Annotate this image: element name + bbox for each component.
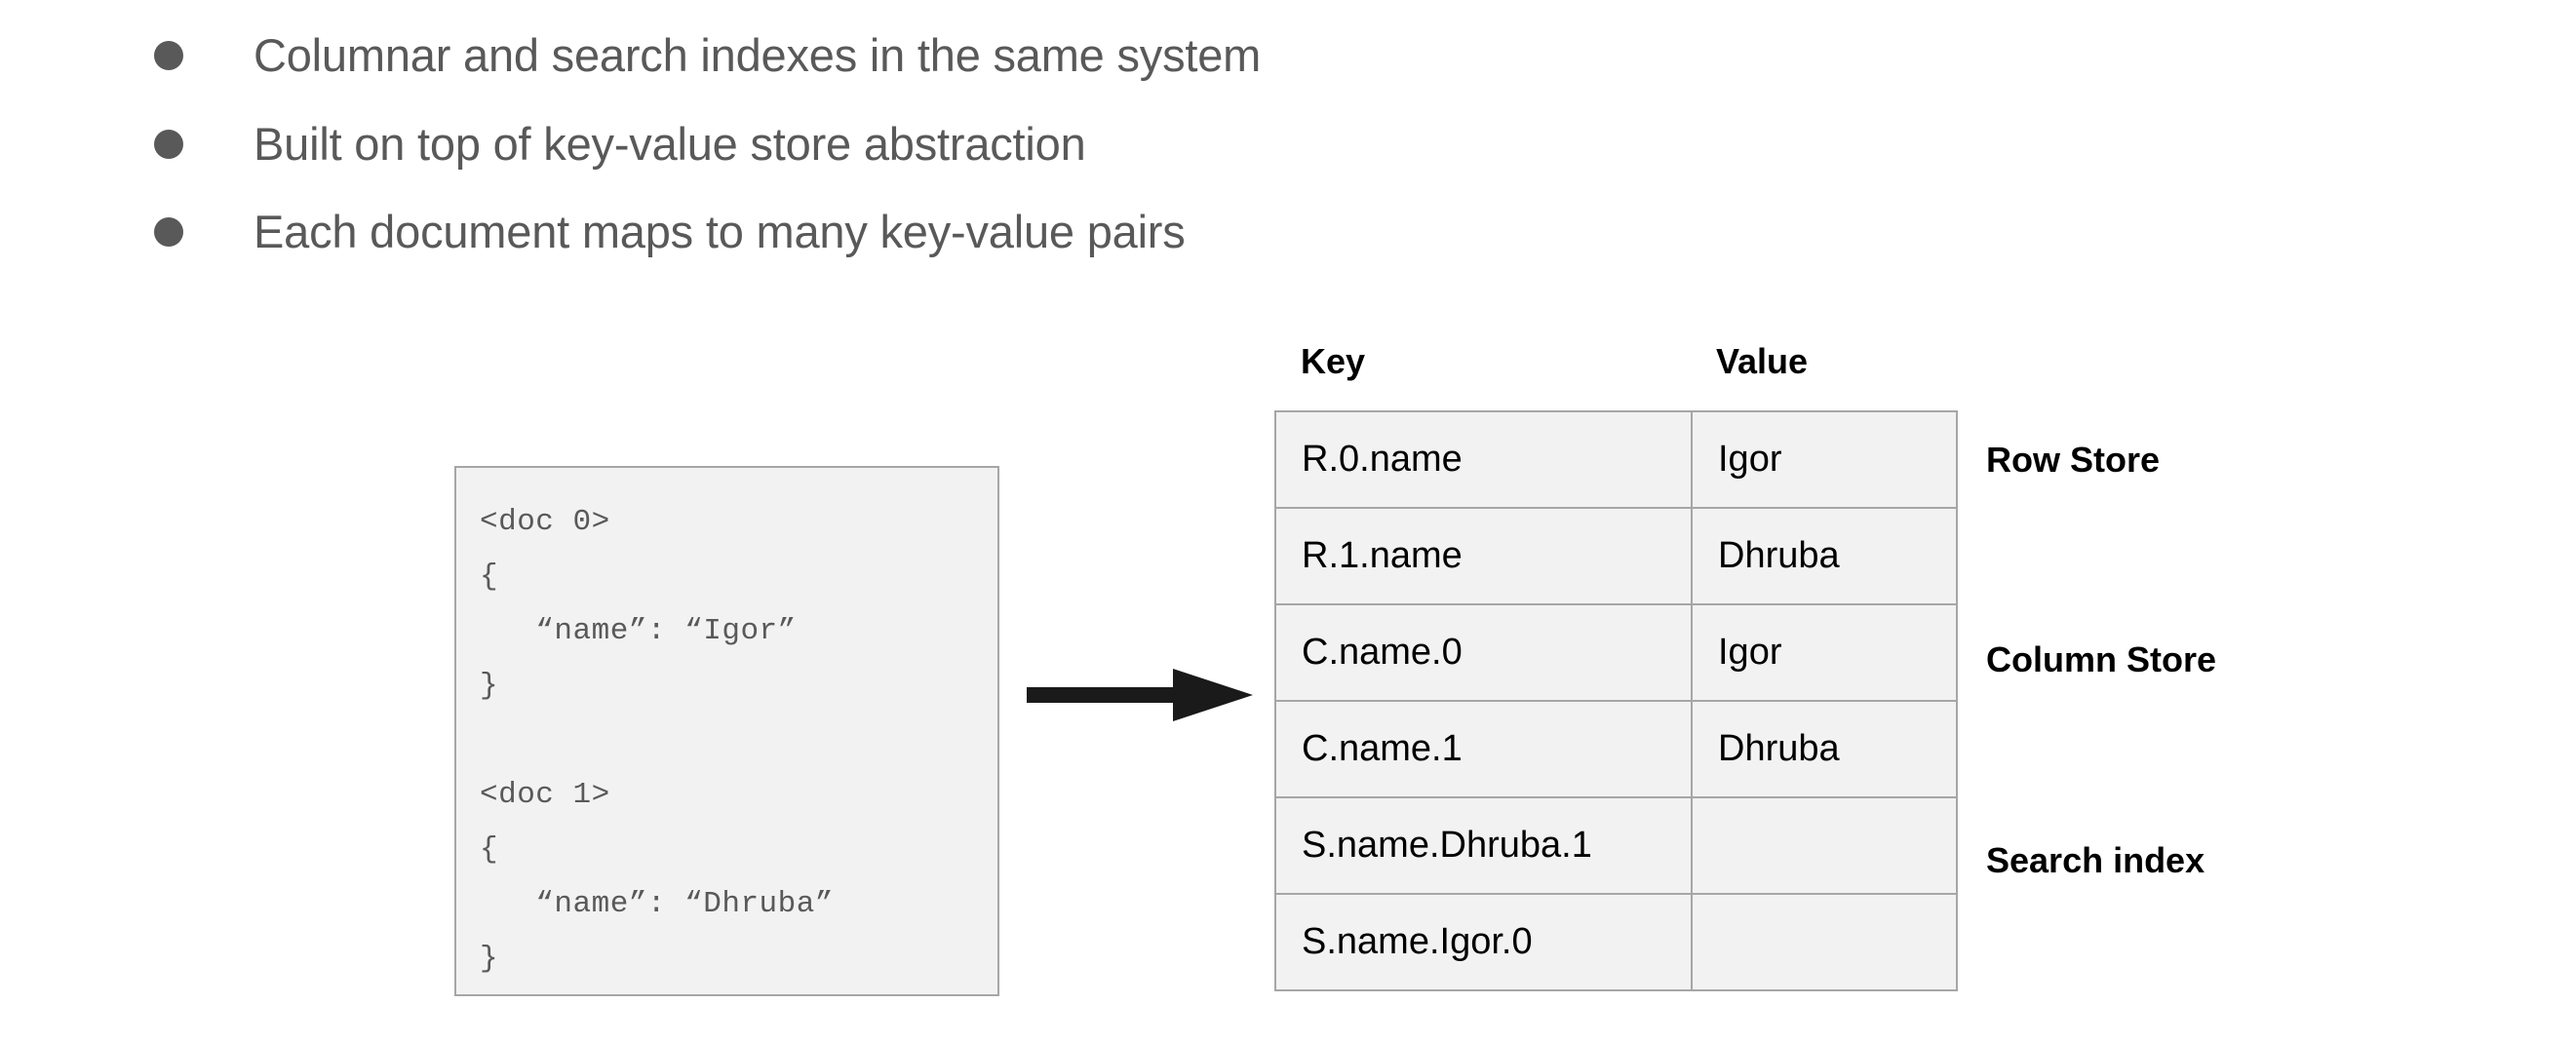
cell-value: Igor	[1691, 603, 1958, 702]
list-item: Each document maps to many key-value pai…	[0, 203, 1186, 261]
bullet-dot-icon	[154, 130, 183, 159]
cell-key: S.name.Igor.0	[1274, 893, 1693, 991]
table-row: R.1.name Dhruba	[1274, 507, 1958, 605]
table-row: R.0.name Igor	[1274, 410, 1958, 509]
cell-value: Dhruba	[1691, 507, 1958, 605]
table-row: S.name.Igor.0	[1274, 893, 1958, 991]
column-header-key: Key	[1301, 341, 1366, 381]
document-sample-box: <doc 0> { “name”: “Igor” } <doc 1> { “na…	[454, 466, 999, 996]
annotation-search-index: Search index	[1986, 840, 2205, 880]
bullet-text: Built on top of key-value store abstract…	[254, 118, 1086, 170]
cell-value: Igor	[1691, 410, 1958, 509]
cell-value: Dhruba	[1691, 700, 1958, 798]
bullet-dot-icon	[154, 41, 183, 70]
right-arrow-icon	[1027, 668, 1253, 722]
column-header-value: Value	[1716, 341, 1809, 381]
cell-key: S.name.Dhruba.1	[1274, 796, 1693, 895]
annotation-row-store: Row Store	[1986, 440, 2161, 480]
bullet-text: Columnar and search indexes in the same …	[254, 29, 1262, 81]
bullet-text: Each document maps to many key-value pai…	[254, 206, 1186, 257]
key-value-table-section: Key Value R.0.name Igor R.1.name Dhruba …	[1274, 331, 1958, 991]
table-header-row: Key Value	[1274, 331, 1958, 410]
list-item: Built on top of key-value store abstract…	[0, 115, 1086, 174]
table-row: S.name.Dhruba.1	[1274, 796, 1958, 895]
list-item: Columnar and search indexes in the same …	[0, 26, 1261, 85]
cell-key: R.0.name	[1274, 410, 1693, 509]
cell-key: R.1.name	[1274, 507, 1693, 605]
bullet-dot-icon	[154, 217, 183, 247]
cell-value	[1691, 796, 1958, 895]
document-json-code: <doc 0> { “name”: “Igor” } <doc 1> { “na…	[480, 505, 834, 976]
annotation-column-store: Column Store	[1986, 639, 2217, 679]
cell-key: C.name.0	[1274, 603, 1693, 702]
cell-value	[1691, 893, 1958, 991]
table-row: C.name.0 Igor	[1274, 603, 1958, 702]
table-row: C.name.1 Dhruba	[1274, 700, 1958, 798]
cell-key: C.name.1	[1274, 700, 1693, 798]
key-value-table: R.0.name Igor R.1.name Dhruba C.name.0 I…	[1274, 410, 1958, 991]
